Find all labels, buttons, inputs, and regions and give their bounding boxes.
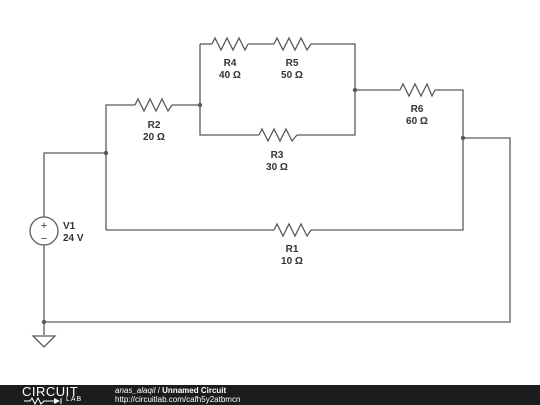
r4-name: R4 — [224, 58, 237, 69]
resistor-r2[interactable] — [134, 97, 173, 113]
author-link[interactable]: anas_alaqil — [115, 386, 156, 395]
junction-dot — [103, 150, 109, 156]
r3-value: 30 Ω — [266, 162, 288, 173]
wire-r5-right — [297, 43, 356, 136]
component-labels: R4 40 Ω R5 50 Ω R6 60 Ω R2 20 Ω R3 30 Ω … — [63, 58, 428, 267]
r5-name: R5 — [286, 58, 299, 69]
circuit-title[interactable]: Unnamed Circuit — [162, 386, 227, 395]
wire-left-node — [105, 104, 135, 230]
circuitlab-logo[interactable]: CIRCUIT LAB — [22, 385, 94, 405]
source-circle — [29, 216, 59, 246]
r1-name: R1 — [286, 244, 299, 255]
r4-value: 40 Ω — [219, 70, 241, 81]
voltage-source-v1[interactable]: + − — [29, 216, 59, 246]
resistor-r1[interactable] — [273, 222, 312, 238]
r2-name: R2 — [148, 120, 161, 131]
wire-right-return — [44, 137, 511, 323]
r2-value: 20 Ω — [143, 132, 165, 143]
r6-name: R6 — [411, 104, 424, 115]
schematic-canvas: + − R4 40 Ω R5 50 Ω R6 60 Ω R2 20 Ω R3 3… — [29, 36, 511, 348]
wire-mid-node — [199, 44, 259, 136]
r3-name: R3 — [271, 150, 284, 161]
logo-wave-icon — [24, 397, 62, 405]
logo-text-circuit: CIRCUIT — [22, 384, 79, 399]
resistor-r6[interactable] — [399, 82, 436, 98]
wires — [43, 43, 511, 335]
r1-value: 10 Ω — [281, 256, 303, 267]
wire-v1-top — [43, 152, 106, 217]
ground-icon — [31, 335, 57, 348]
source-minus-sign: − — [41, 233, 47, 245]
circuit-meta: anas_alaqil / Unnamed Circuit http://cir… — [115, 386, 240, 404]
logo-text-lab: LAB — [66, 396, 83, 403]
resistor-r5[interactable] — [273, 36, 312, 52]
junctions — [41, 87, 466, 325]
v1-name: V1 — [63, 221, 76, 232]
junction-dot — [352, 87, 358, 93]
r6-value: 60 Ω — [406, 116, 428, 127]
v1-value: 24 V — [63, 233, 84, 244]
r5-value: 50 Ω — [281, 70, 303, 81]
circuit-url[interactable]: http://circuitlab.com/cafh5y2atbmcn — [115, 395, 241, 404]
junction-dot — [460, 135, 466, 141]
junction-dot — [197, 102, 203, 108]
resistor-r3[interactable] — [258, 127, 298, 143]
source-plus-sign: + — [41, 220, 47, 232]
junction-dot — [41, 319, 47, 325]
wire-r6-right — [311, 89, 464, 231]
resistor-r4[interactable] — [211, 36, 249, 52]
footer-bar: CIRCUIT LAB anas_alaqil / Unnamed Circui… — [0, 385, 540, 405]
meta-separator: / — [155, 386, 163, 395]
